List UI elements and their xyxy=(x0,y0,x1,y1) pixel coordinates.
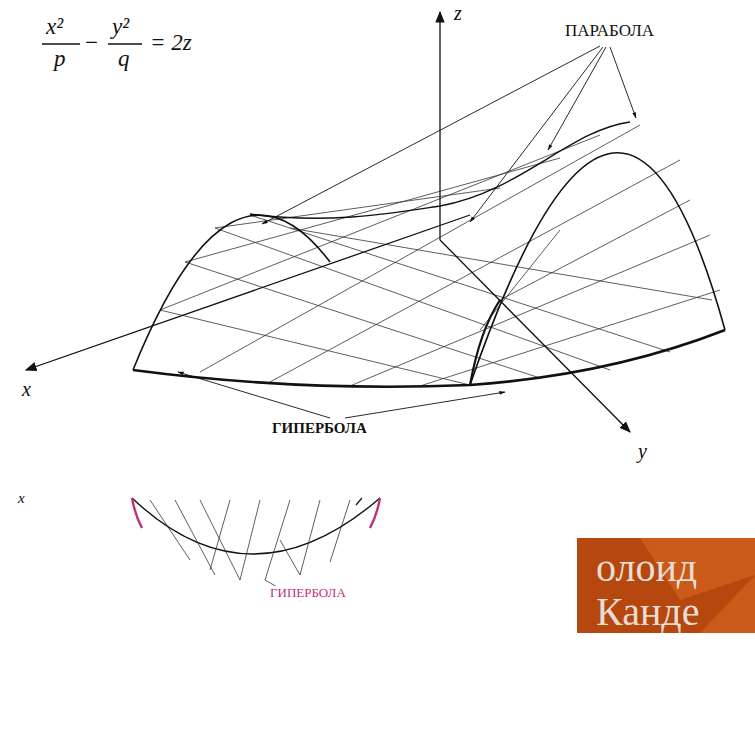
leader-lines xyxy=(178,46,636,418)
slide-title-fragment: олоид xyxy=(596,546,697,590)
slide-panel xyxy=(577,538,755,633)
y-axis xyxy=(440,240,630,432)
parabola-edge xyxy=(133,215,330,370)
axis-label: x xyxy=(16,490,27,507)
axis-label: x xyxy=(20,378,33,400)
surface-fill xyxy=(133,130,725,386)
formula-term: = 2z xyxy=(150,30,192,55)
z-axis xyxy=(439,12,440,240)
formula-sign: − xyxy=(85,30,98,55)
formula-term: q xyxy=(118,46,130,71)
axis-label: z xyxy=(452,2,464,24)
hyperbola-edge xyxy=(133,330,725,387)
axis-label: y xyxy=(636,440,649,462)
curve-label: ПАРАБОЛА xyxy=(563,22,656,41)
lower-saddle-fragment xyxy=(132,498,380,600)
formula-term: y² xyxy=(112,14,129,39)
x-axis xyxy=(26,215,470,370)
slide-title-fragment: Канде xyxy=(596,590,699,634)
fraction-bar xyxy=(42,43,80,44)
hyperbola-edge xyxy=(470,300,500,385)
fraction-bar xyxy=(108,43,142,44)
formula-term: x² xyxy=(46,14,63,39)
formula-term: p xyxy=(54,46,66,71)
parabola-edge xyxy=(470,153,725,385)
curve-label: ГИПЕРБОЛА xyxy=(268,586,348,600)
curve-label: ГИПЕРБОЛА xyxy=(270,420,369,437)
